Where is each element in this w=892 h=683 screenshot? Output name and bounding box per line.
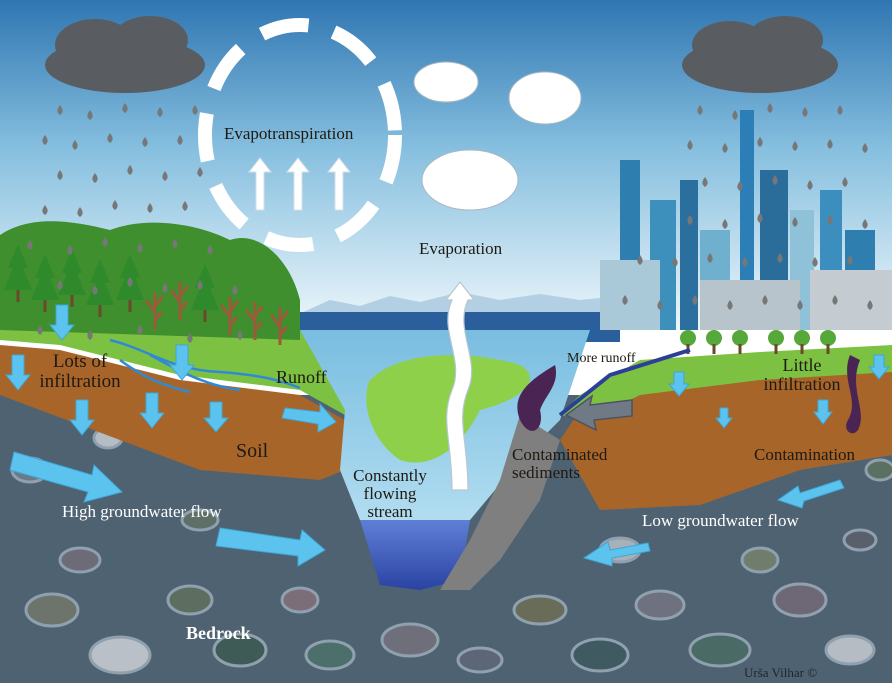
contamination-label: Contamination	[754, 445, 856, 464]
evapotranspiration-label: Evapotranspiration	[224, 124, 354, 143]
city-skyline	[600, 110, 892, 330]
high-groundwater-flow-arrows	[9, 451, 326, 567]
evapotranspiration-arrows	[247, 157, 352, 211]
little-infiltration-label: Little infiltration	[763, 355, 841, 394]
cloud-white-1	[413, 61, 582, 211]
bedrock-label: Bedrock	[186, 623, 251, 643]
soil-label: Soil	[236, 440, 269, 462]
contaminated-sediment	[440, 415, 560, 590]
soil-right	[560, 360, 892, 510]
low-groundwater-flow-label: Low groundwater flow	[642, 511, 799, 530]
stream	[360, 520, 470, 590]
more-runoff-arrow	[564, 394, 633, 432]
constantly-flowing-stream-label: Constantly flowing stream	[353, 466, 427, 521]
more-runoff-label: More runoff	[567, 351, 636, 366]
lots-of-infiltration-label: Lots of infiltration	[39, 351, 121, 392]
evaporation-arrow	[444, 281, 476, 491]
low-groundwater-flow-arrows	[582, 479, 845, 567]
forest	[0, 221, 300, 347]
contamination-plume-right	[846, 355, 861, 434]
infiltration-arrows-right	[667, 354, 891, 429]
contamination-plume-left	[517, 365, 557, 431]
cloud-dark-left	[45, 16, 205, 93]
cloud-dark-right	[682, 16, 838, 93]
runoff-streams	[109, 338, 301, 394]
soil-left	[0, 345, 345, 480]
runoff-arrow	[281, 402, 337, 433]
more-runoff-line	[558, 348, 691, 417]
contaminated-sediments-label: Contaminated sediments	[512, 445, 608, 482]
high-groundwater-flow-label: High groundwater flow	[62, 502, 222, 521]
runoff-label: Runoff	[276, 367, 327, 387]
infiltration-arrows-left	[4, 304, 230, 436]
evapotranspiration-cycle	[198, 18, 402, 252]
credit-label: Urša Vilhar ©	[744, 665, 818, 680]
evaporation-label: Evaporation	[419, 239, 503, 258]
